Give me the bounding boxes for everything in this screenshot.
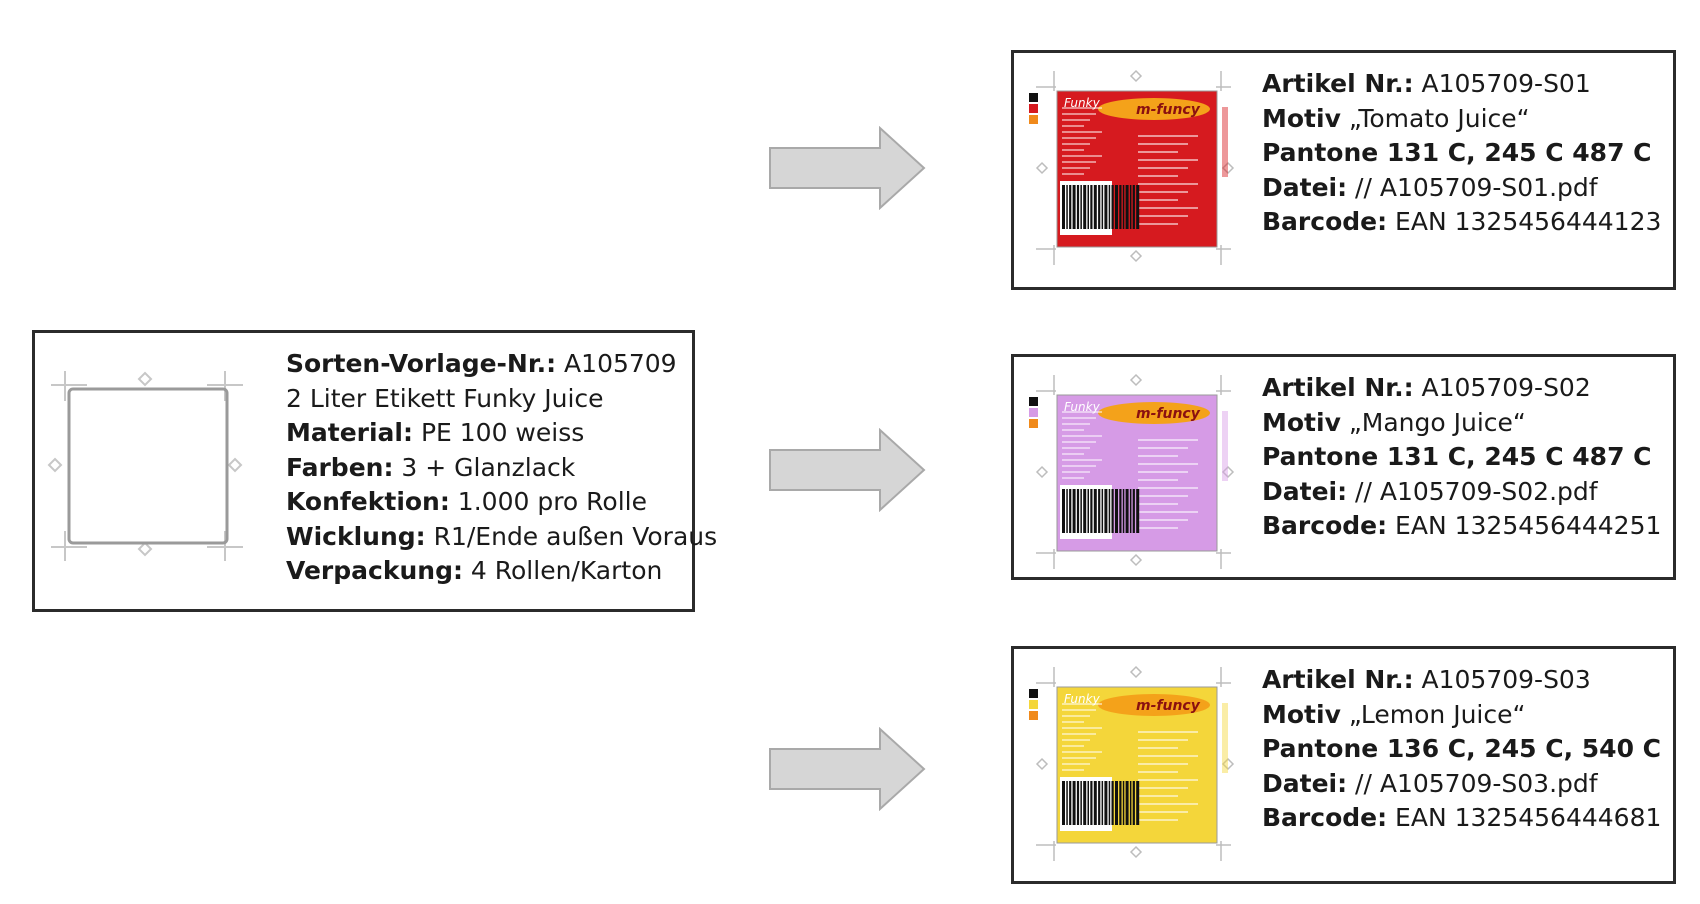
info-value: // A105709-S03.pdf [1347, 768, 1598, 798]
arrow-right-icon [769, 126, 926, 210]
info-line: 2 Liter Etikett Funky Juice [286, 382, 717, 417]
info-line: Artikel Nr.: A105709-S01 [1262, 67, 1661, 102]
info-label: Pantone 131 C, 245 C 487 C [1262, 442, 1652, 471]
svg-text:m-funcy: m-funcy [1136, 406, 1201, 422]
info-value: // A105709-S02.pdf [1347, 476, 1598, 506]
info-label: Material: [286, 418, 413, 447]
info-value: // A105709-S01.pdf [1347, 172, 1598, 202]
info-value: „Lemon Juice“ [1340, 699, 1526, 729]
info-value: R1/Ende außen Voraus [425, 521, 718, 551]
label-thumbnail: m-funcy Funky [1026, 663, 1236, 867]
info-line: Pantone 131 C, 245 C 487 C [1262, 136, 1661, 171]
info-value: 4 Rollen/Karton [462, 556, 663, 585]
info-value: „Tomato Juice“ [1340, 103, 1530, 133]
info-value: A105709 [556, 349, 677, 378]
info-value: A105709-S03 [1413, 665, 1591, 694]
info-value: 3 + Glanzlack [393, 452, 576, 482]
info-line: Barcode: EAN 1325456444123 [1262, 205, 1661, 240]
info-label: Datei: [1262, 476, 1348, 506]
svg-text:Funky: Funky [1064, 692, 1101, 706]
info-value: EAN 1325456444251 [1387, 511, 1662, 540]
info-line: Pantone 131 C, 245 C 487 C [1262, 440, 1661, 475]
info-label: Artikel Nr.: [1262, 373, 1414, 402]
info-line: Barcode: EAN 1325456444251 [1262, 509, 1661, 544]
info-line: Konfektion: 1.000 pro Rolle [286, 485, 717, 520]
info-label: Barcode: [1262, 511, 1388, 540]
info-value: „Mango Juice“ [1340, 407, 1526, 437]
info-label: Pantone 131 C, 245 C 487 C [1262, 138, 1652, 167]
info-label: Artikel Nr.: [1262, 69, 1414, 98]
info-line: Pantone 136 C, 245 C, 540 C [1262, 732, 1661, 767]
svg-text:m-funcy: m-funcy [1136, 698, 1201, 714]
svg-text:Funky: Funky [1064, 400, 1101, 414]
arrow-right-icon [769, 727, 926, 811]
info-label: Datei: [1262, 172, 1348, 202]
svg-text:Funky: Funky [1064, 96, 1101, 110]
info-label: Datei: [1262, 768, 1348, 798]
info-label: Artikel Nr.: [1262, 665, 1414, 694]
info-label: Motiv [1262, 699, 1341, 729]
label-thumbnail: m-funcy Funky [1026, 371, 1236, 575]
info-value: A105709-S01 [1413, 69, 1591, 98]
info-value: EAN 1325456444681 [1387, 803, 1662, 832]
info-line: Datei: // A105709-S01.pdf [1262, 171, 1661, 206]
info-line: Wicklung: R1/Ende außen Voraus [286, 520, 717, 555]
info-label: Barcode: [1262, 803, 1388, 832]
info-value: A105709-S02 [1413, 373, 1591, 402]
info-label: Sorten-Vorlage-Nr.: [286, 349, 557, 378]
info-value: 1.000 pro Rolle [449, 487, 647, 516]
info-label: Konfektion: [286, 487, 450, 516]
info-label: Wicklung: [286, 521, 426, 551]
info-label: Pantone 136 C, 245 C, 540 C [1262, 734, 1662, 763]
svg-text:m-funcy: m-funcy [1136, 102, 1201, 118]
info-line: Farben: 3 + Glanzlack [286, 451, 717, 486]
info-line: Artikel Nr.: A105709-S03 [1262, 663, 1661, 698]
info-line: Barcode: EAN 1325456444681 [1262, 801, 1661, 836]
info-label: Motiv [1262, 103, 1341, 133]
info-line: Motiv „Mango Juice“ [1262, 406, 1661, 441]
info-line: Datei: // A105709-S03.pdf [1262, 767, 1661, 802]
label-thumbnail: m-funcy Funky [1026, 67, 1236, 271]
info-line: Material: PE 100 weiss [286, 416, 717, 451]
info-label: Motiv [1262, 407, 1341, 437]
juice-label-artwork-icon: m-funcy Funky [1029, 69, 1235, 265]
info-line: Motiv „Lemon Juice“ [1262, 698, 1661, 733]
juice-label-artwork-icon: m-funcy Funky [1029, 665, 1235, 861]
info-value: 2 Liter Etikett Funky Juice [286, 383, 604, 413]
info-line: Sorten-Vorlage-Nr.: A105709 [286, 347, 717, 382]
info-label: Barcode: [1262, 207, 1388, 236]
info-label: Verpackung: [286, 556, 463, 585]
info-line: Datei: // A105709-S02.pdf [1262, 475, 1661, 510]
blank-label-outline-icon [47, 371, 243, 561]
info-line: Artikel Nr.: A105709-S02 [1262, 371, 1661, 406]
info-line: Verpackung: 4 Rollen/Karton [286, 554, 717, 589]
juice-label-artwork-icon: m-funcy Funky [1029, 373, 1235, 569]
info-value: PE 100 weiss [413, 418, 585, 447]
info-line: Motiv „Tomato Juice“ [1262, 102, 1661, 137]
arrow-right-icon [769, 428, 926, 512]
info-value: EAN 1325456444123 [1387, 207, 1662, 236]
info-label: Farben: [286, 452, 394, 482]
